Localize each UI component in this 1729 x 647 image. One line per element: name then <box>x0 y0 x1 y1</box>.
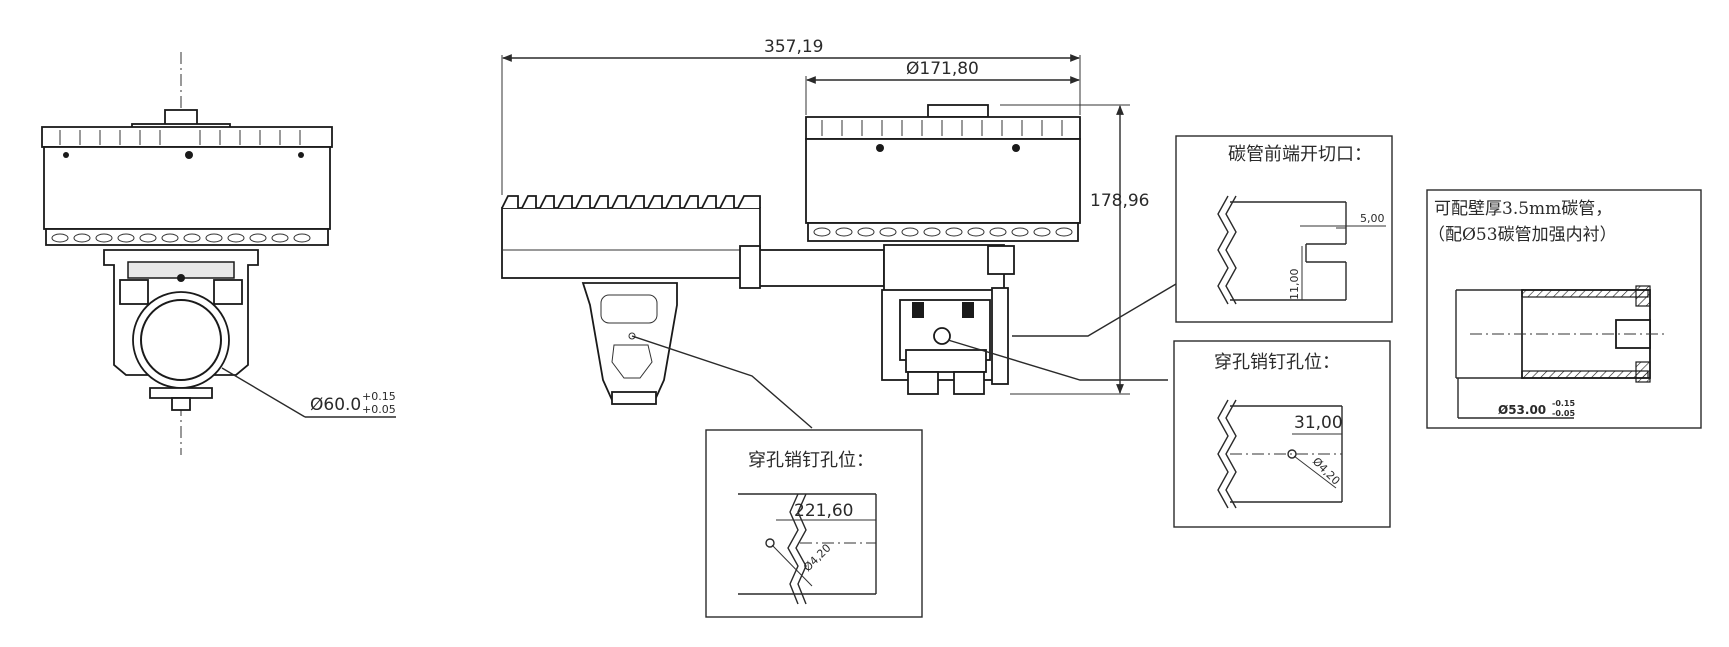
tube-spec-tol-upper: -0.15 <box>1552 399 1575 408</box>
height-label: 178,96 <box>1090 191 1149 211</box>
tube-bore-dimension: Ø60.0 +0.15 +0.05 <box>221 367 396 418</box>
pin-hole-right-offset-label: 31,00 <box>1294 413 1343 433</box>
overall-length-label: 357,19 <box>764 37 823 57</box>
height-dimension: 178,96 <box>1000 104 1149 395</box>
tube-spec-line1: 可配壁厚3.5mm碳管， <box>1434 199 1612 219</box>
tube-spec-diameter-label: Ø53.00 <box>1498 403 1546 417</box>
pin-hole-left-diameter-label: Ø4,20 <box>801 541 834 574</box>
leader-lines <box>631 283 1177 429</box>
tube-bore-tol-lower: +0.05 <box>362 403 396 416</box>
side-view <box>501 104 1081 405</box>
pin-hole-left-callout: 穿孔销钉孔位： 221,60 Ø4,20 <box>705 429 923 618</box>
tube-spec-line2: （配Ø53碳管加强内衬） <box>1428 225 1617 245</box>
tube-spec-callout: 可配壁厚3.5mm碳管， （配Ø53碳管加强内衬） Ø53.00 -0.15 -… <box>1426 189 1702 429</box>
notch-depth-label: 11,00 <box>1288 269 1301 301</box>
front-top-fins <box>59 130 301 145</box>
esc-fins <box>501 195 761 209</box>
front-bottom-scallops <box>51 233 311 243</box>
tube-bore-tol-upper: +0.15 <box>362 390 396 403</box>
fan-diameter-label: Ø171,80 <box>906 59 979 79</box>
notch-callout: 碳管前端开切口： 5,00 11,00 <box>1175 135 1393 323</box>
side-bottom-scallops <box>813 227 1073 237</box>
side-top-fins <box>821 120 1063 136</box>
overall-length-dimension: 357,19 <box>501 37 1081 195</box>
pin-hole-right-title: 穿孔销钉孔位： <box>1214 352 1340 373</box>
pin-hole-left-offset-label: 221,60 <box>794 501 853 521</box>
fan-diameter-dimension: Ø171,80 <box>805 59 1080 115</box>
tube-bore-label: Ø60.0 <box>310 395 361 415</box>
front-view <box>41 52 333 455</box>
notch-title: 碳管前端开切口： <box>1228 144 1372 165</box>
tube-spec-tol-lower: -0.05 <box>1552 409 1575 418</box>
pin-hole-right-callout: 穿孔销钉孔位： 31,00 Ø4,20 <box>1173 340 1391 528</box>
pin-hole-left-title: 穿孔销钉孔位： <box>748 450 874 471</box>
notch-width-label: 5,00 <box>1360 212 1385 225</box>
